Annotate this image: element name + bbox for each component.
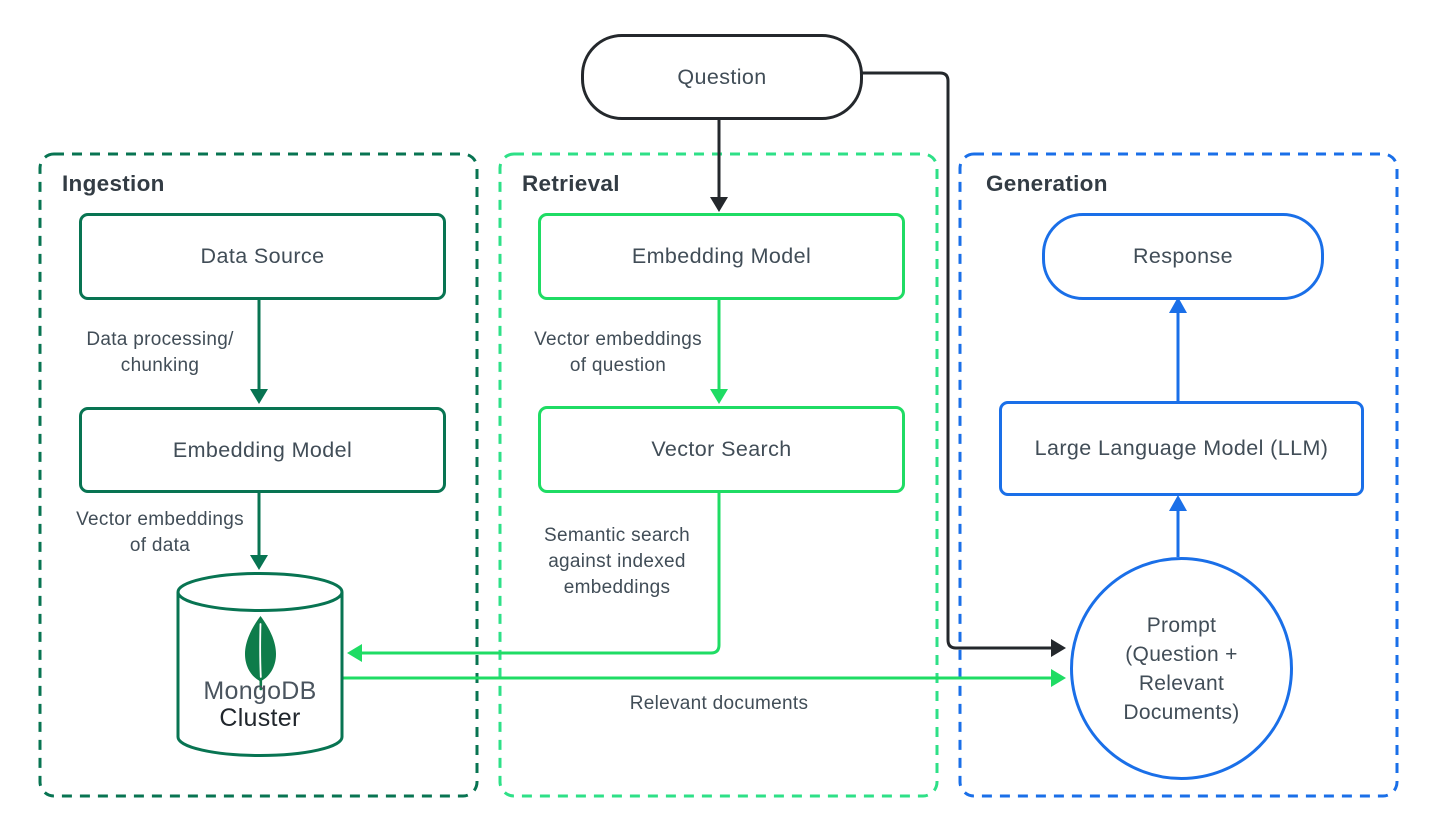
arrow-llm-to-response-head <box>1169 297 1187 313</box>
question-node: Question <box>581 34 863 120</box>
ingestion-section-border <box>38 152 479 798</box>
data-source-label: Data Source <box>200 244 325 268</box>
question-label: Question <box>677 64 767 89</box>
edge-label-relevant-documents: Relevant documents <box>629 693 809 714</box>
cylinder-top <box>176 572 344 612</box>
generation-section-title: Generation <box>986 171 1108 196</box>
arrow-cluster-to-prompt-head <box>1051 669 1066 687</box>
arrow-embedding-to-vectorsearch-head <box>710 389 728 404</box>
generation-section-border <box>958 152 1399 798</box>
embedding-model-ingestion-label: Embedding Model <box>172 437 353 462</box>
edge-label-semantic-search: Semantic search against indexed embeddin… <box>543 525 690 598</box>
response-label: Response <box>1132 244 1233 268</box>
arrow-question-to-prompt-line <box>857 71 1052 650</box>
arrow-prompt-to-llm-head <box>1169 495 1187 511</box>
llm-node: Large Language Model (LLM) <box>999 401 1364 496</box>
arrow-datasource-to-embedding-head <box>250 389 268 404</box>
prompt-label: Prompt (Question + Relevant Documents) <box>1123 613 1240 724</box>
cluster-label: Cluster <box>219 704 301 732</box>
embedding-model-ingestion-node: Embedding Model <box>79 407 446 493</box>
mongodb-label: MongoDB <box>203 677 317 705</box>
retrieval-section-title: Retrieval <box>522 171 620 196</box>
response-node: Response <box>1042 213 1324 300</box>
mongodb-leaf-icon <box>245 616 276 691</box>
arrow-vectorsearch-to-cluster-line <box>362 488 721 655</box>
embedding-model-retrieval-label: Embedding Model <box>631 244 812 268</box>
embedding-model-retrieval-node: Embedding Model <box>538 213 905 300</box>
vector-search-label: Vector Search <box>651 437 792 461</box>
arrow-question-to-prompt-head <box>1051 639 1066 657</box>
edge-label-vector-embeddings-question: Vector embeddings of question <box>534 329 702 376</box>
edge-label-data-processing: Data processing/ chunking <box>86 329 234 376</box>
ingestion-section-title: Ingestion <box>62 171 165 196</box>
arrow-embedding-to-cluster-head <box>250 555 268 570</box>
arrow-question-to-embedding-head <box>710 197 728 212</box>
data-source-node: Data Source <box>79 213 446 300</box>
llm-label: Large Language Model (LLM) <box>1034 436 1329 460</box>
vector-search-node: Vector Search <box>538 406 905 493</box>
mongodb-cluster-label: MongoDB Cluster <box>178 678 342 732</box>
arrow-vectorsearch-to-cluster-head <box>347 644 362 662</box>
edge-label-vector-embeddings-data: Vector embeddings of data <box>76 509 244 556</box>
leaf-vein <box>259 623 262 678</box>
prompt-node: Prompt (Question + Relevant Documents) <box>1070 557 1293 780</box>
